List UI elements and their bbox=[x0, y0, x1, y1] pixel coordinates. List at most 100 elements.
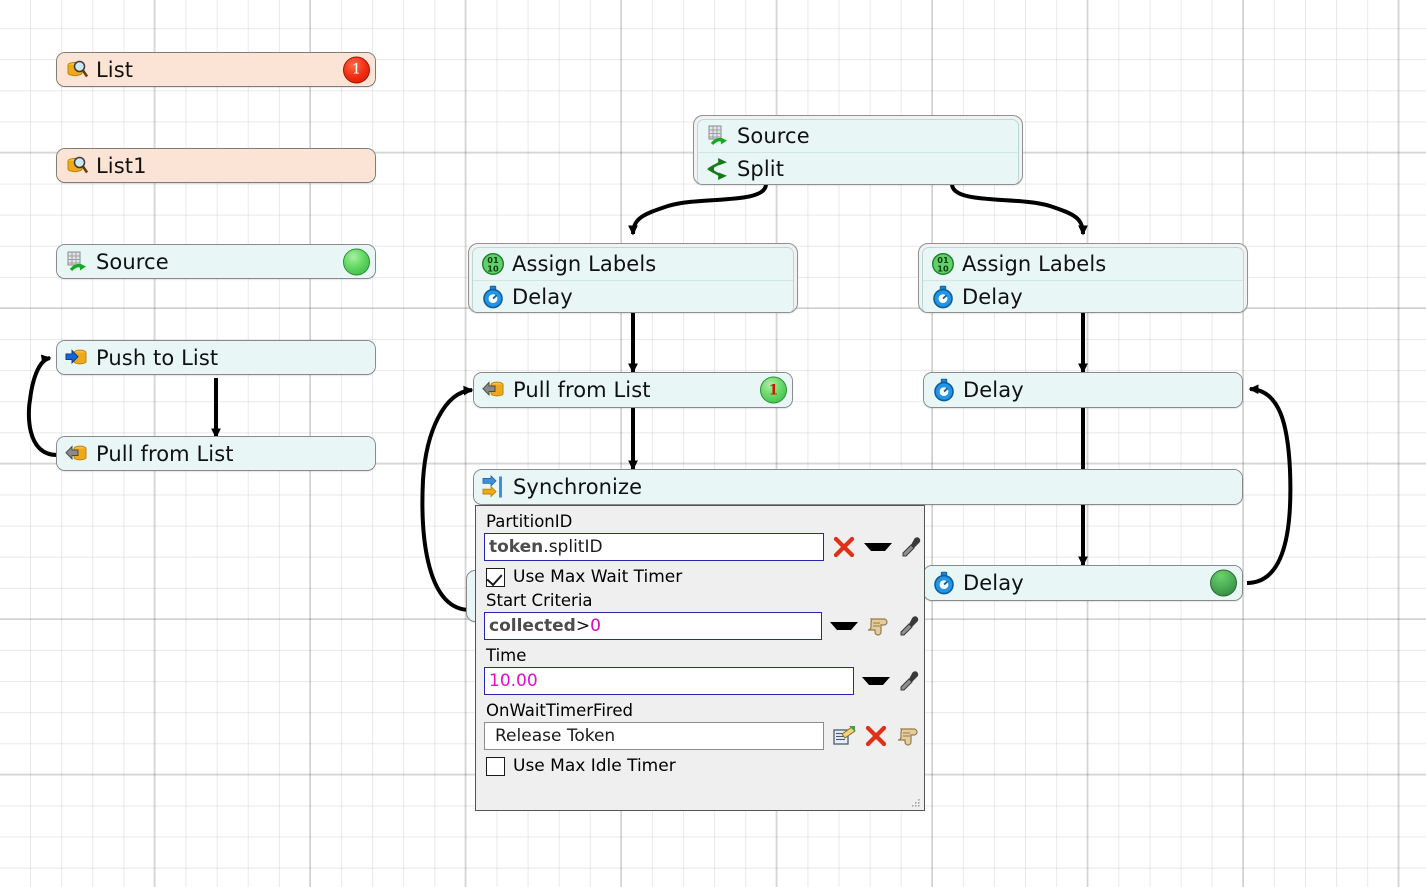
node-push-to-list-row[interactable]: Push to List bbox=[57, 341, 375, 374]
start-criteria-value-name: collected bbox=[489, 616, 576, 636]
start-criteria-input[interactable]: collected > 0 bbox=[484, 612, 822, 640]
node-delay-right-1[interactable]: Delay bbox=[923, 372, 1243, 408]
split-icon bbox=[706, 157, 730, 181]
node-assign-delay-2[interactable]: 01 10 Assign Labels Delay bbox=[918, 243, 1248, 313]
node-list-row[interactable]: List 1 bbox=[57, 53, 375, 86]
node-assign-delay-2-inner: 01 10 Assign Labels Delay bbox=[922, 247, 1244, 312]
node-list1[interactable]: List1 bbox=[56, 148, 376, 183]
node-source-left[interactable]: Source bbox=[56, 244, 376, 279]
start-criteria-value-num: 0 bbox=[590, 616, 601, 636]
dropdown-caret-icon[interactable] bbox=[862, 677, 890, 685]
svg-text:10: 10 bbox=[487, 263, 499, 273]
on-wait-timer-fired-value: Release Token bbox=[495, 726, 616, 746]
node-list[interactable]: List 1 bbox=[56, 52, 376, 87]
assign-labels-icon: 01 10 bbox=[931, 252, 955, 276]
on-wait-timer-fired-row: Release Token bbox=[484, 722, 918, 750]
node-pull-from-list-center-row[interactable]: Pull from List 1 bbox=[474, 373, 792, 407]
use-max-wait-timer-checkbox[interactable] bbox=[486, 567, 505, 587]
wire-pull-to-push bbox=[26, 354, 58, 457]
wire-sync-to-pull bbox=[420, 385, 474, 612]
eyedropper-icon[interactable] bbox=[898, 669, 922, 693]
node-delay-right-2-row[interactable]: Delay bbox=[924, 566, 1242, 600]
dropdown-caret-icon[interactable] bbox=[864, 543, 892, 551]
node-source-top-row[interactable]: Source bbox=[698, 120, 1018, 152]
wire-split-left bbox=[628, 183, 768, 236]
node-assign-labels-2-label: Assign Labels bbox=[962, 252, 1107, 276]
clear-x-icon[interactable] bbox=[832, 535, 856, 559]
node-pull-from-list-left[interactable]: Pull from List bbox=[56, 436, 376, 471]
node-delay-2-row[interactable]: Delay bbox=[923, 280, 1243, 312]
node-assign-labels-2-row[interactable]: 01 10 Assign Labels bbox=[923, 248, 1243, 280]
start-criteria-label: Start Criteria bbox=[486, 591, 593, 610]
node-assign-delay-1[interactable]: 01 10 Assign Labels Delay bbox=[468, 243, 798, 313]
node-source-top-label: Source bbox=[737, 124, 810, 148]
time-row: 10.00 bbox=[484, 667, 919, 695]
node-source-split-inner: Source Split bbox=[697, 119, 1019, 184]
use-max-idle-timer-label: Use Max Idle Timer bbox=[513, 756, 676, 776]
node-pull-from-list-left-row[interactable]: Pull from List bbox=[57, 437, 375, 470]
edit-properties-icon[interactable] bbox=[832, 724, 856, 748]
delay-icon bbox=[932, 571, 956, 595]
node-list-badge: 1 bbox=[343, 56, 370, 83]
svg-text:01: 01 bbox=[487, 255, 499, 265]
resize-grip[interactable] bbox=[909, 795, 921, 807]
start-criteria-value-op: > bbox=[575, 616, 591, 636]
node-pull-from-list-center[interactable]: Pull from List 1 bbox=[473, 372, 793, 408]
script-icon[interactable] bbox=[896, 724, 920, 748]
source-icon bbox=[65, 250, 89, 274]
use-max-idle-timer-row[interactable]: Use Max Idle Timer bbox=[486, 756, 916, 776]
delay-icon bbox=[931, 285, 955, 309]
delay-icon bbox=[932, 378, 956, 402]
node-delay-right-2[interactable]: Delay bbox=[923, 565, 1243, 601]
node-pull-from-list-left-label: Pull from List bbox=[96, 441, 234, 466]
time-input[interactable]: 10.00 bbox=[484, 667, 854, 695]
wire-split-right bbox=[950, 183, 1088, 236]
use-max-idle-timer-checkbox[interactable] bbox=[486, 756, 505, 776]
pull-from-list-icon bbox=[65, 442, 89, 466]
delay-icon bbox=[481, 285, 505, 309]
node-assign-labels-1-row[interactable]: 01 10 Assign Labels bbox=[473, 248, 793, 280]
svg-text:10: 10 bbox=[937, 263, 949, 273]
node-source-left-badge bbox=[343, 248, 370, 275]
clear-x-icon[interactable] bbox=[864, 724, 888, 748]
node-assign-delay-1-inner: 01 10 Assign Labels Delay bbox=[472, 247, 794, 312]
node-delay-1-row[interactable]: Delay bbox=[473, 280, 793, 312]
script-icon[interactable] bbox=[866, 614, 890, 638]
use-max-wait-timer-row[interactable]: Use Max Wait Timer bbox=[486, 567, 916, 587]
node-synchronize[interactable]: Synchronize bbox=[473, 469, 1243, 505]
partition-id-input[interactable]: token.splitID bbox=[484, 533, 824, 561]
partition-id-label: PartitionID bbox=[486, 512, 573, 531]
svg-text:01: 01 bbox=[937, 255, 949, 265]
dropdown-caret-icon[interactable] bbox=[830, 622, 858, 630]
use-max-wait-timer-label: Use Max Wait Timer bbox=[513, 567, 683, 587]
synchronize-properties-panel[interactable]: PartitionID token.splitID Use Max Wait T bbox=[475, 505, 925, 811]
node-pull-from-list-center-badge: 1 bbox=[760, 376, 787, 404]
start-criteria-row: collected > 0 bbox=[484, 612, 919, 640]
source-icon bbox=[706, 124, 730, 148]
eyedropper-icon[interactable] bbox=[898, 614, 922, 638]
node-source-left-label: Source bbox=[96, 249, 169, 274]
node-push-to-list[interactable]: Push to List bbox=[56, 340, 376, 375]
partition-id-row: token.splitID bbox=[484, 533, 921, 561]
node-push-to-list-label: Push to List bbox=[96, 345, 219, 370]
synchronize-icon bbox=[482, 474, 506, 499]
node-delay-right-1-row[interactable]: Delay bbox=[924, 373, 1242, 407]
node-source-split[interactable]: Source Split bbox=[693, 115, 1023, 185]
eyedropper-icon[interactable] bbox=[900, 535, 924, 559]
node-source-left-row[interactable]: Source bbox=[57, 245, 375, 278]
node-delay-right-2-label: Delay bbox=[963, 571, 1024, 595]
node-list-label: List bbox=[96, 57, 134, 82]
pull-from-list-icon bbox=[482, 378, 506, 402]
node-delay-2-label: Delay bbox=[962, 285, 1023, 309]
node-split-top-row[interactable]: Split bbox=[698, 152, 1018, 184]
time-value: 10.00 bbox=[489, 671, 538, 691]
node-synchronize-row[interactable]: Synchronize bbox=[474, 470, 1242, 504]
node-synchronize-label: Synchronize bbox=[513, 475, 643, 499]
node-list1-row[interactable]: List1 bbox=[57, 149, 375, 182]
time-label: Time bbox=[486, 646, 527, 665]
node-pull-from-list-center-label: Pull from List bbox=[513, 378, 651, 402]
assign-labels-icon: 01 10 bbox=[481, 252, 505, 276]
node-assign-labels-1-label: Assign Labels bbox=[512, 252, 657, 276]
on-wait-timer-fired-input[interactable]: Release Token bbox=[484, 722, 824, 750]
